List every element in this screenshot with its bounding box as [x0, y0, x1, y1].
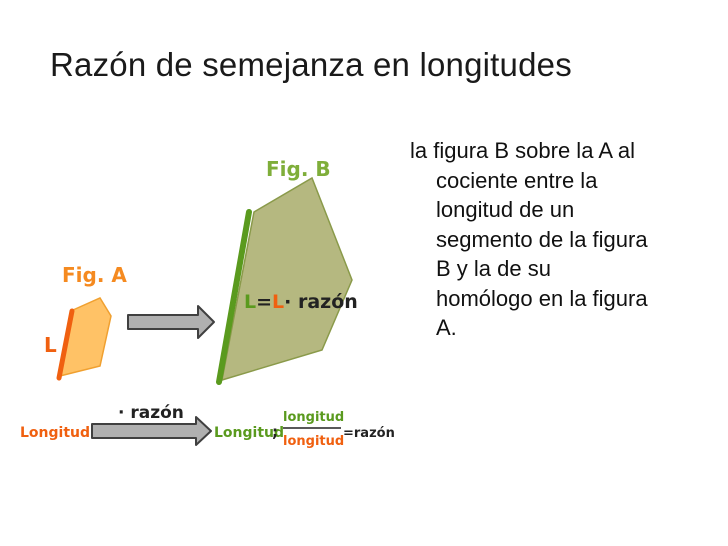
body-line: A.	[436, 315, 457, 340]
figure-b-shape	[221, 176, 353, 382]
figure-a-segment	[56, 308, 75, 381]
fraction-numerator: longitud	[283, 410, 344, 425]
figure-a-segment-label: L	[44, 333, 57, 357]
figure-b-segment	[216, 209, 252, 385]
figure-b-relation: L=L· razón	[244, 291, 358, 313]
fraction-denominator: longitud	[283, 434, 344, 449]
upper-arrow	[127, 305, 215, 339]
row-razon-label: · razón	[118, 403, 184, 423]
row-semicolon: ;	[272, 423, 278, 441]
body-line: homólogo en la figura	[436, 285, 648, 311]
relation-eq: =	[256, 291, 272, 313]
body-line: B y la de su	[436, 256, 551, 281]
figure-a-label: Fig. A	[62, 263, 127, 287]
body-line: longitud de un	[436, 197, 575, 222]
row-longitud-label: Longitud	[20, 425, 90, 441]
row-longitud2-label: Longitud	[214, 425, 284, 441]
diagram-svg: Fig. B L=L· razón Fig. A L Longitud · ra…	[20, 157, 395, 449]
body-text: la figura B sobre la A al cociente entre…	[410, 136, 728, 343]
relation-rest: · razón	[284, 291, 358, 313]
body-line: la figura B sobre la A al	[410, 138, 636, 163]
fraction-result: =razón	[343, 426, 395, 441]
relation-l2: L	[272, 291, 284, 313]
body-line: segmento de la figura	[436, 226, 648, 252]
lower-arrow	[91, 416, 212, 446]
similarity-diagram: Fig. B L=L· razón Fig. A L Longitud · ra…	[0, 140, 400, 470]
figure-b-label: Fig. B	[266, 157, 331, 181]
body-line: cociente entre la	[436, 167, 598, 193]
slide-title: Razón de semejanza en longitudes	[50, 46, 572, 83]
relation-l: L	[244, 291, 256, 313]
